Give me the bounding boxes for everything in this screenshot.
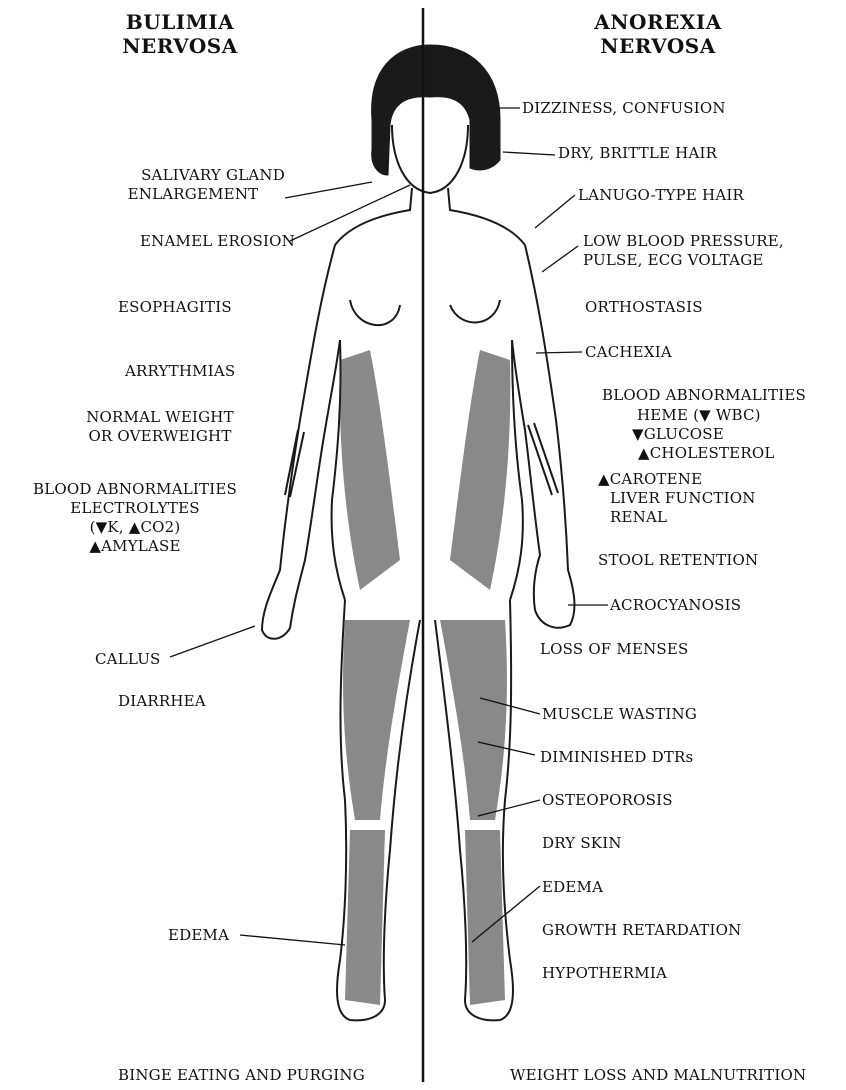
right-breast xyxy=(450,300,500,322)
label-blood-abnormalities-left: BLOOD ABNORMALITIES ELECTROLYTES (▼K, ▲C… xyxy=(10,480,260,556)
label-normal-weight: NORMAL WEIGHT OR OVERWEIGHT xyxy=(55,408,265,446)
label-carotene: ▲CAROTENE xyxy=(598,470,756,489)
label-salivary-line1: SALIVARY GLAND xyxy=(118,166,308,185)
neck-shoulders xyxy=(335,188,525,245)
label-blood-items-right: HEME (▼ WBC) ▼GLUCOSE ▲CHOLESTEROL xyxy=(632,406,775,463)
title-anorexia-line2: NERVOSA xyxy=(578,34,738,58)
label-osteoporosis: OSTEOPOROSIS xyxy=(542,791,673,810)
label-blood-left-line1: BLOOD ABNORMALITIES xyxy=(10,480,260,499)
label-stool-retention: STOOL RETENTION xyxy=(598,551,758,570)
label-liver-function: LIVER FUNCTION xyxy=(598,489,756,508)
leader-cachexia xyxy=(536,352,582,353)
title-anorexia-line1: ANOREXIA xyxy=(578,10,738,34)
label-edema-left: EDEMA xyxy=(168,926,229,945)
label-orthostasis: ORTHOSTASIS xyxy=(585,298,703,317)
label-weight-line1: NORMAL WEIGHT xyxy=(55,408,265,427)
label-diminished-dtrs: DIMINISHED DTRs xyxy=(540,748,693,767)
label-acrocyanosis: ACROCYANOSIS xyxy=(610,596,741,615)
right-syringe xyxy=(528,423,558,495)
label-dry-brittle-hair: DRY, BRITTLE HAIR xyxy=(558,144,717,163)
label-lanugo: LANUGO-TYPE HAIR xyxy=(578,186,744,205)
leader-lanugo xyxy=(535,195,575,228)
label-callus: CALLUS xyxy=(95,650,161,669)
label-dizziness: DIZZINESS, CONFUSION xyxy=(522,99,726,118)
label-loss-of-menses: LOSS OF MENSES xyxy=(540,640,689,659)
left-syringe xyxy=(285,430,304,497)
label-muscle-wasting: MUSCLE WASTING xyxy=(542,705,697,724)
label-cachexia: CACHEXIA xyxy=(585,343,672,362)
footer-anorexia: WEIGHT LOSS AND MALNUTRITION xyxy=(510,1066,806,1085)
leader-pressure xyxy=(542,246,578,272)
label-weight-line2: OR OVERWEIGHT xyxy=(55,427,265,446)
hair xyxy=(372,45,500,175)
label-salivary-line2: ENLARGEMENT xyxy=(118,185,308,204)
leader-hair xyxy=(503,152,555,155)
label-heme: HEME (▼ WBC) xyxy=(632,406,775,425)
label-blood-left-line3: (▼K, ▲CO2) xyxy=(10,518,260,537)
right-arm xyxy=(512,245,574,628)
title-anorexia: ANOREXIA NERVOSA xyxy=(578,10,738,58)
title-bulimia-line1: BULIMIA xyxy=(100,10,260,34)
leader-edema-left xyxy=(240,935,345,945)
title-bulimia-line2: NERVOSA xyxy=(100,34,260,58)
label-hypothermia: HYPOTHERMIA xyxy=(542,964,667,983)
label-renal: RENAL xyxy=(598,508,756,527)
title-bulimia: BULIMIA NERVOSA xyxy=(100,10,260,58)
label-blood-left-line2: ELECTROLYTES xyxy=(10,499,260,518)
label-growth-retardation: GROWTH RETARDATION xyxy=(542,921,741,940)
face xyxy=(392,125,468,193)
left-breast xyxy=(350,300,400,325)
footer-bulimia: BINGE EATING AND PURGING xyxy=(118,1066,365,1085)
label-dry-skin: DRY SKIN xyxy=(542,834,622,853)
label-glucose: ▼GLUCOSE xyxy=(632,425,775,444)
label-low-blood-pressure: LOW BLOOD PRESSURE, PULSE, ECG VOLTAGE xyxy=(583,232,784,270)
label-diarrhea: DIARRHEA xyxy=(118,692,206,711)
label-arrythmias: ARRYTHMIAS xyxy=(125,362,235,381)
label-esophagitis: ESOPHAGITIS xyxy=(118,298,232,317)
label-salivary-gland: SALIVARY GLAND ENLARGEMENT xyxy=(118,166,308,204)
label-pressure-line1: LOW BLOOD PRESSURE, xyxy=(583,232,784,251)
label-blood-items-right-2: ▲CAROTENE LIVER FUNCTION RENAL xyxy=(598,470,756,527)
leader-callus xyxy=(170,626,255,657)
label-pressure-line2: PULSE, ECG VOLTAGE xyxy=(583,251,784,270)
label-cholesterol: ▲CHOLESTEROL xyxy=(632,444,775,463)
label-edema-right: EDEMA xyxy=(542,878,603,897)
label-blood-abnormalities-right: BLOOD ABNORMALITIES xyxy=(602,386,806,405)
label-blood-left-line4: ▲AMYLASE xyxy=(10,537,260,556)
label-enamel-erosion: ENAMEL EROSION xyxy=(140,232,295,251)
